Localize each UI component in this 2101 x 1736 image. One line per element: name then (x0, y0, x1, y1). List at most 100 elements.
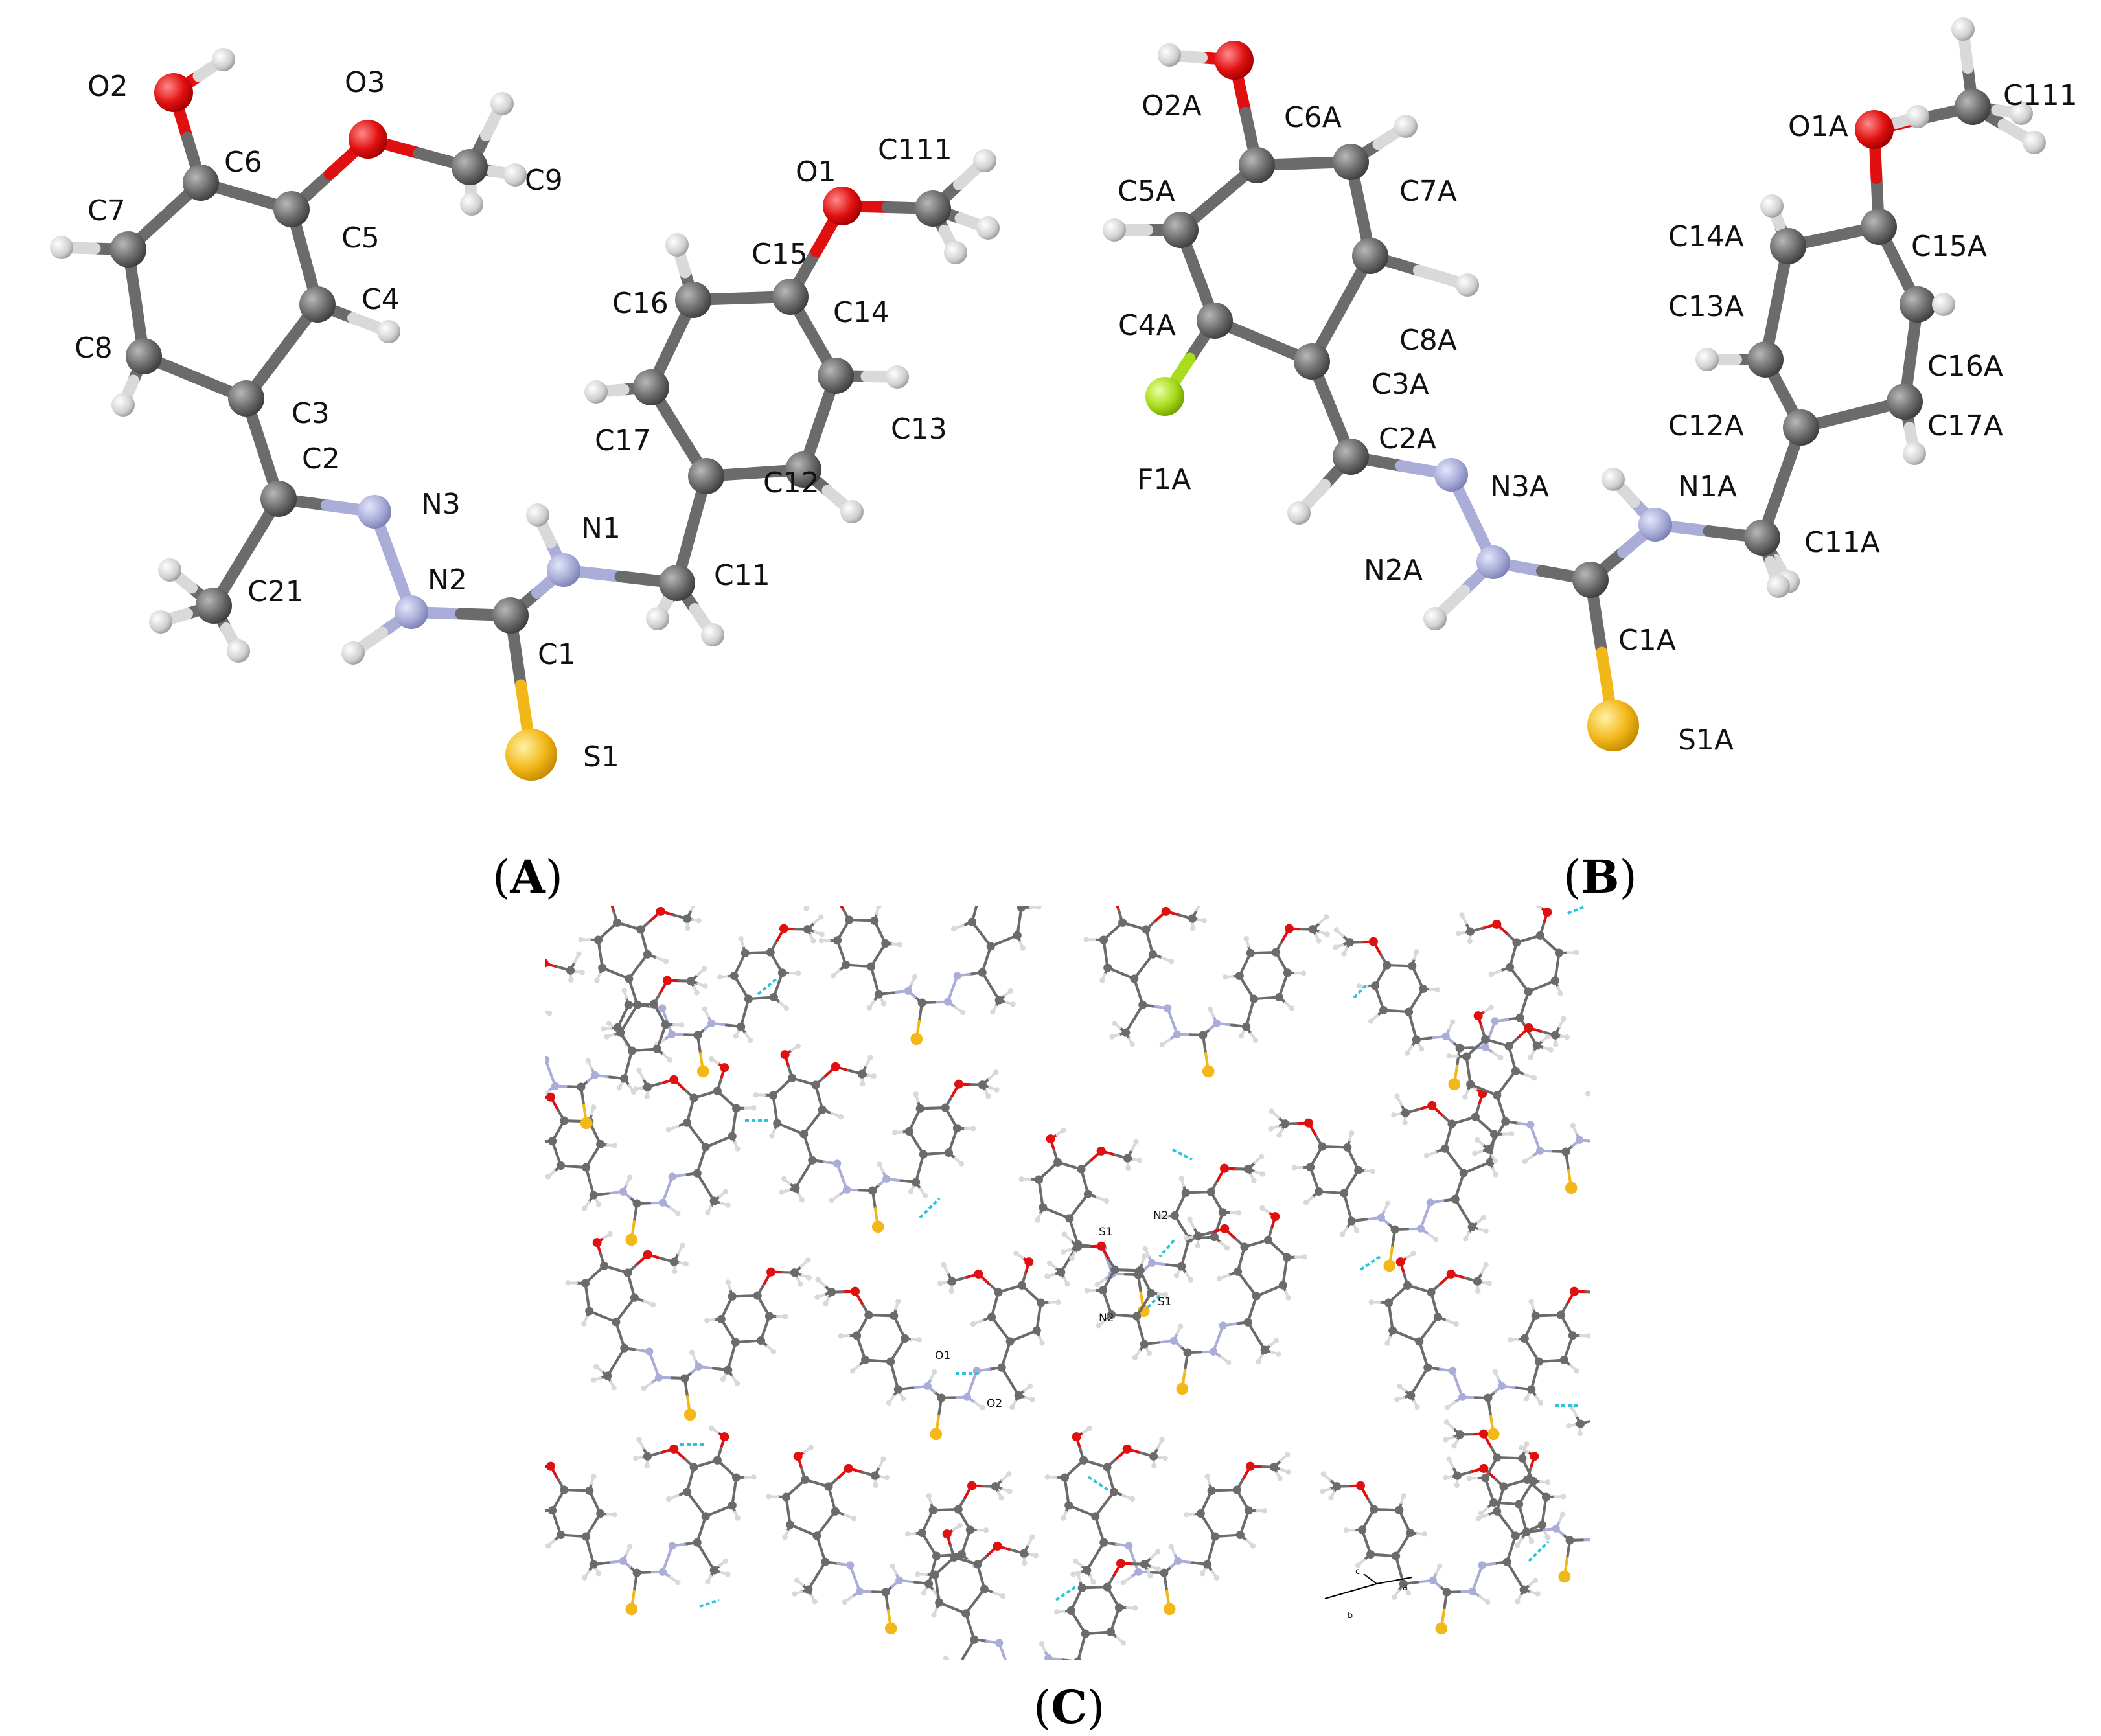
atom-n (1638, 508, 1672, 542)
packing-molecule (814, 1250, 1061, 1441)
atom-o (823, 187, 862, 225)
atom-o (1215, 41, 1254, 80)
atom-c (1887, 383, 1923, 420)
atom-n (395, 595, 428, 629)
atom-c (260, 481, 297, 517)
atom-label-C6A: C6A (1284, 101, 1342, 134)
atom-c (659, 565, 695, 601)
atom-h (1158, 43, 1181, 67)
hydrogen-bond (1145, 1294, 1161, 1310)
atom-c (1162, 212, 1199, 248)
packing-molecule (1443, 1404, 1590, 1583)
atom-c (1770, 228, 1806, 264)
atom-label-C6: C6 (224, 146, 262, 179)
panel-a-atom-labels: O2 O3 C6 C9 C7 C5 C4 C8 C3 C2 N3 N2 C21 … (75, 66, 952, 773)
atom-label-C1: C1 (538, 638, 576, 671)
atom-c (1572, 562, 1609, 598)
panel-c-molecules (545, 906, 1590, 1660)
atom-label-C7: C7 (87, 194, 126, 227)
packing-molecule (545, 951, 708, 1130)
atom-label-C2: C2 (302, 442, 340, 475)
atom-c (1747, 341, 1784, 378)
atom-h (1951, 17, 1975, 41)
axis-a-line (1376, 1577, 1413, 1584)
atom-label-C14A: C14A (1668, 220, 1744, 253)
atom-label-C3: C3 (292, 397, 330, 430)
atom-o (154, 73, 193, 112)
atom-label-C3A: C3A (1372, 368, 1429, 401)
atom-h (149, 610, 172, 634)
atom-label-C8A: C8A (1399, 324, 1457, 357)
atom-c (1239, 147, 1275, 183)
atom-label-C21: C21 (247, 575, 304, 608)
hydrogen-bond (699, 1599, 720, 1608)
atom-h (1103, 218, 1126, 242)
packing-molecule (1083, 906, 1330, 1078)
atom-h (840, 500, 864, 523)
axis-c-line (1363, 1573, 1377, 1584)
packing-molecule (1446, 1004, 1590, 1194)
packing-molecule (1044, 1425, 1291, 1616)
packing-molecule (545, 1056, 757, 1246)
atom-label-N1A: N1A (1678, 470, 1737, 503)
atom-label-C5: C5 (341, 222, 380, 255)
atom-h (158, 558, 181, 582)
atom-h (460, 192, 483, 216)
atom-h (377, 320, 400, 343)
panel-a-molecule: O2 O3 C6 C9 C7 C5 C4 C8 C3 C2 N3 N2 C21 … (50, 48, 1000, 781)
atom-h (944, 241, 967, 264)
atom-label-C14: C14 (833, 296, 890, 329)
atom-h (1760, 194, 1784, 218)
atom-c (688, 458, 724, 494)
atom-label-C15A: C15A (1911, 230, 1987, 263)
packing-molecule (1333, 906, 1579, 1091)
packing-label-s1-top: S1 (1099, 1226, 1113, 1239)
atom-label-S1: S1 (583, 740, 619, 773)
atom-h (1932, 293, 1955, 316)
atom-label-N2A: N2A (1364, 554, 1423, 587)
panel-b-atoms (1103, 17, 2046, 751)
atom-h (1767, 575, 1790, 598)
atom-c (183, 165, 219, 201)
packing-molecule (753, 1043, 1000, 1233)
atom-label-O2A: O2A (1142, 89, 1202, 122)
atom-n (358, 495, 391, 529)
atom-label-O2: O2 (87, 70, 128, 103)
packing-molecule (1268, 1082, 1515, 1272)
atom-c (1333, 439, 1369, 475)
hydrogen-bond (1567, 906, 1585, 915)
atom-c (1861, 209, 1897, 245)
atom-c (1783, 409, 1819, 446)
caption-b: (B) (1563, 850, 1637, 904)
hydrogen-bond (1359, 1255, 1381, 1271)
atom-label-C13: C13 (891, 413, 947, 446)
caption-a-letter: A (509, 850, 546, 904)
atom-h (665, 233, 689, 257)
axis-label-b: b (1348, 1611, 1353, 1621)
atom-c (452, 149, 488, 185)
atom-c (633, 369, 669, 405)
atom-label-C15: C15 (752, 238, 808, 271)
packing-molecule (565, 1231, 812, 1421)
hydrogen-bond (919, 1197, 941, 1219)
atom-label-N1: N1 (581, 512, 621, 545)
atom-s (505, 729, 557, 781)
atom-h (503, 163, 527, 187)
atom-c (1744, 520, 1780, 556)
atom-label-F1A: F1A (1137, 463, 1191, 496)
atom-h (341, 641, 365, 665)
atom-c (1197, 303, 1233, 339)
axis-label-c: c (1355, 1567, 1360, 1577)
atom-h (50, 236, 73, 259)
atom-c (196, 588, 232, 624)
atom-h (886, 365, 909, 389)
hydrogen-bond (1353, 983, 1368, 999)
atom-c (126, 338, 162, 374)
atom-h (2010, 102, 2033, 125)
atom-h (1906, 105, 1929, 128)
atom-h (1287, 501, 1311, 525)
atom-c (228, 380, 264, 417)
atom-label-C8: C8 (75, 332, 113, 365)
atom-h (1456, 273, 1479, 297)
atom-label-C13A: C13A (1668, 290, 1744, 323)
